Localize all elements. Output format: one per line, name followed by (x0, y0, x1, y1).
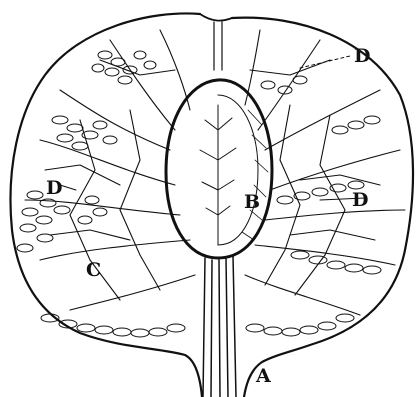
gland-cluster-top-left (92, 51, 156, 84)
label-d-top-right: D (354, 45, 370, 67)
label-layer: D D D B C A (46, 45, 370, 387)
vein-network (25, 30, 405, 315)
label-d-left: D (46, 177, 62, 199)
label-a: A (255, 365, 271, 387)
label-b: B (244, 191, 260, 213)
gland-cluster-left (52, 116, 117, 150)
central-seed (166, 80, 272, 258)
gland-chain-right (261, 76, 381, 274)
gland-chain-bottom (41, 314, 354, 337)
oil-gland-chains (17, 51, 381, 337)
label-d-right: D (352, 189, 368, 211)
label-c: C (86, 259, 101, 281)
